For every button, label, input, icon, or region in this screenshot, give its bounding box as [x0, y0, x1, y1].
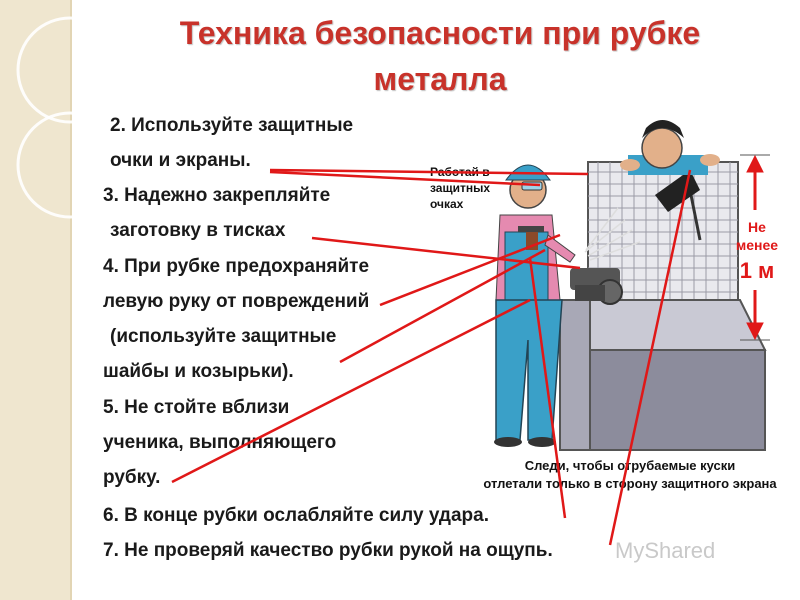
decorative-strip-edge: [70, 0, 72, 600]
item-5-line-1: 5. Не стойте вблизи: [103, 397, 290, 418]
item-7: 7. Не проверяй качество рубки рукой на о…: [103, 540, 553, 561]
workbench: [558, 299, 767, 451]
distance-arrow: [740, 154, 770, 341]
bottom-note-line-2: отлетали только в сторону защитного экра…: [483, 476, 777, 491]
slide-title: Техника безопасности при рубке металла: [120, 10, 760, 102]
distance-note-line-1: Не: [748, 219, 766, 235]
pointer-line-left-hand-1: [379, 233, 561, 307]
pointer-line-left-hand-2: [339, 248, 546, 364]
pointer-line-goggles-helper: [269, 170, 541, 187]
worker-figure: [494, 164, 576, 447]
bottom-note-line-1: Следи, чтобы отрубаемые куски: [525, 458, 736, 473]
bottom-note: Следи, чтобы отрубаемые куски отлетали т…: [483, 458, 777, 491]
title-line-2: металла: [373, 61, 507, 97]
item-2-line-2: очки и экраны.: [110, 150, 251, 171]
metal-sparks: [584, 207, 641, 261]
bench-vise: [570, 268, 623, 305]
pointer-line-blow-force: [528, 257, 567, 519]
pointer-line-vise: [311, 236, 581, 270]
item-5-line-2: ученика, выполняющего: [103, 432, 337, 453]
item-4-line-1: 4. При рубке предохраняйте: [103, 256, 370, 277]
item-4-line-3: (используйте защитные: [110, 326, 337, 347]
item-3-line-1: 3. Надежно закрепляйте: [103, 185, 331, 206]
decorative-circles: [16, 16, 124, 219]
helper-person: [620, 120, 720, 175]
decorative-side-strip: [0, 0, 70, 600]
item-2-line-1: 2. Используйте защитные: [110, 115, 354, 136]
pointer-line-bystander: [171, 298, 531, 484]
distance-note-line-2: менее: [736, 237, 778, 253]
distance-note-line-3: 1 м: [740, 258, 775, 283]
title-line-1: Техника безопасности при рубке: [179, 15, 701, 51]
item-6: 6. В конце рубки ослабляйте силу удара.: [103, 505, 490, 526]
item-4-line-2: левую руку от повреждений: [103, 291, 370, 312]
goggles-note-line-3: очках: [430, 197, 464, 211]
pointer-line-touch: [608, 169, 692, 546]
goggles-note-line-2: защитных: [430, 181, 490, 195]
item-4-line-4: шайбы и козырьки).: [103, 361, 294, 382]
item-3-line-2: заготовку в тисках: [110, 220, 286, 241]
watermark: MyShared: [615, 538, 716, 563]
pointer-line-goggles-worker: [269, 168, 589, 176]
distance-note: Не менее 1 м: [736, 219, 778, 283]
item-5-line-3: рубку.: [103, 467, 161, 488]
